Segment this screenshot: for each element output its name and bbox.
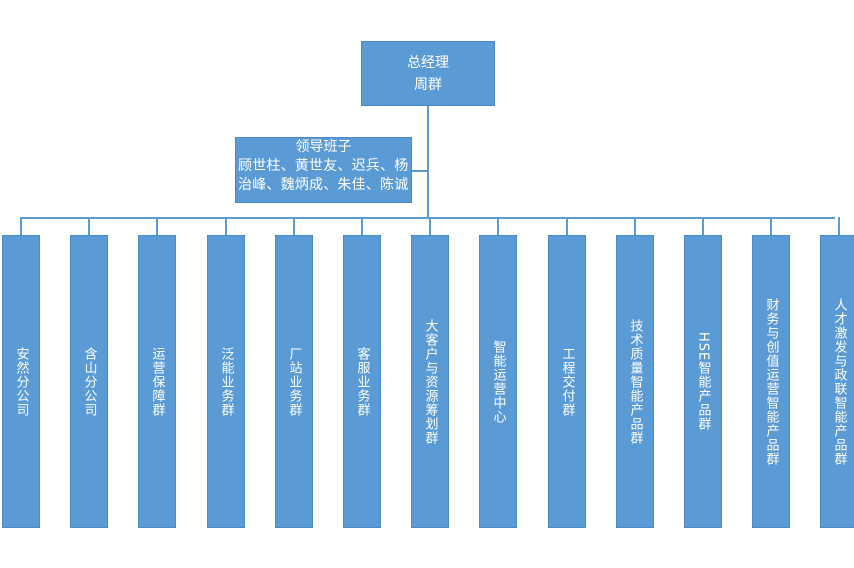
department-label: 厂站业务群 [286, 346, 302, 417]
department-drop-line [20, 217, 22, 235]
leadership-members-line-1: 顾世柱、黄世友、迟兵、杨 [238, 158, 409, 174]
department-drop-line [225, 217, 227, 235]
department-label: 技术质量智能产品群 [627, 318, 643, 445]
department-label: 客服业务群 [354, 346, 370, 417]
department-box: 厂站业务群 [275, 235, 313, 528]
leadership-branch-line [412, 170, 428, 172]
department-label: 运营保障群 [149, 346, 165, 417]
leadership-members-line-2: 治峰、魏炳成、朱佳、陈诚 [238, 177, 409, 193]
department-drop-line [770, 217, 772, 235]
department-box: HSE智能产品群 [684, 235, 722, 528]
leadership-box: 领导班子 顾世柱、黄世友、迟兵、杨 治峰、魏炳成、朱佳、陈诚 [235, 137, 412, 203]
department-label: 财务与创值运营智能产品群 [763, 297, 779, 466]
leadership-title: 领导班子 [295, 139, 352, 155]
department-drop-line [497, 217, 499, 235]
general-manager-box: 总经理 周群 [361, 41, 495, 106]
department-drop-line [566, 217, 568, 235]
department-box: 智能运营中心 [479, 235, 517, 528]
department-label: 泛能业务群 [218, 346, 234, 417]
department-bus-line [20, 217, 835, 219]
department-box: 含山分公司 [70, 235, 108, 528]
department-drop-line [361, 217, 363, 235]
department-label: HSE智能产品群 [695, 331, 711, 432]
department-box: 运营保障群 [138, 235, 176, 528]
department-box: 人才激发与政联智能产品群 [820, 235, 854, 528]
department-box: 泛能业务群 [207, 235, 245, 528]
department-box: 工程交付群 [548, 235, 586, 528]
department-drop-line [838, 217, 840, 235]
root-trunk-line [427, 106, 429, 219]
general-manager-title: 总经理 [407, 54, 449, 71]
department-box: 安然分公司 [2, 235, 40, 528]
department-label: 含山分公司 [81, 346, 97, 417]
department-drop-line [702, 217, 704, 235]
department-box: 客服业务群 [343, 235, 381, 528]
department-box: 财务与创值运营智能产品群 [752, 235, 790, 528]
department-label: 大客户与资源筹划群 [422, 318, 438, 445]
department-drop-line [293, 217, 295, 235]
department-drop-line [156, 217, 158, 235]
department-box: 技术质量智能产品群 [616, 235, 654, 528]
department-label: 安然分公司 [13, 346, 29, 417]
department-box: 大客户与资源筹划群 [411, 235, 449, 528]
general-manager-name: 周群 [414, 76, 442, 93]
department-label: 人才激发与政联智能产品群 [831, 297, 847, 466]
department-label: 智能运营中心 [490, 339, 506, 424]
department-label: 工程交付群 [559, 346, 575, 417]
department-drop-line [88, 217, 90, 235]
department-drop-line [634, 217, 636, 235]
department-drop-line [429, 217, 431, 235]
